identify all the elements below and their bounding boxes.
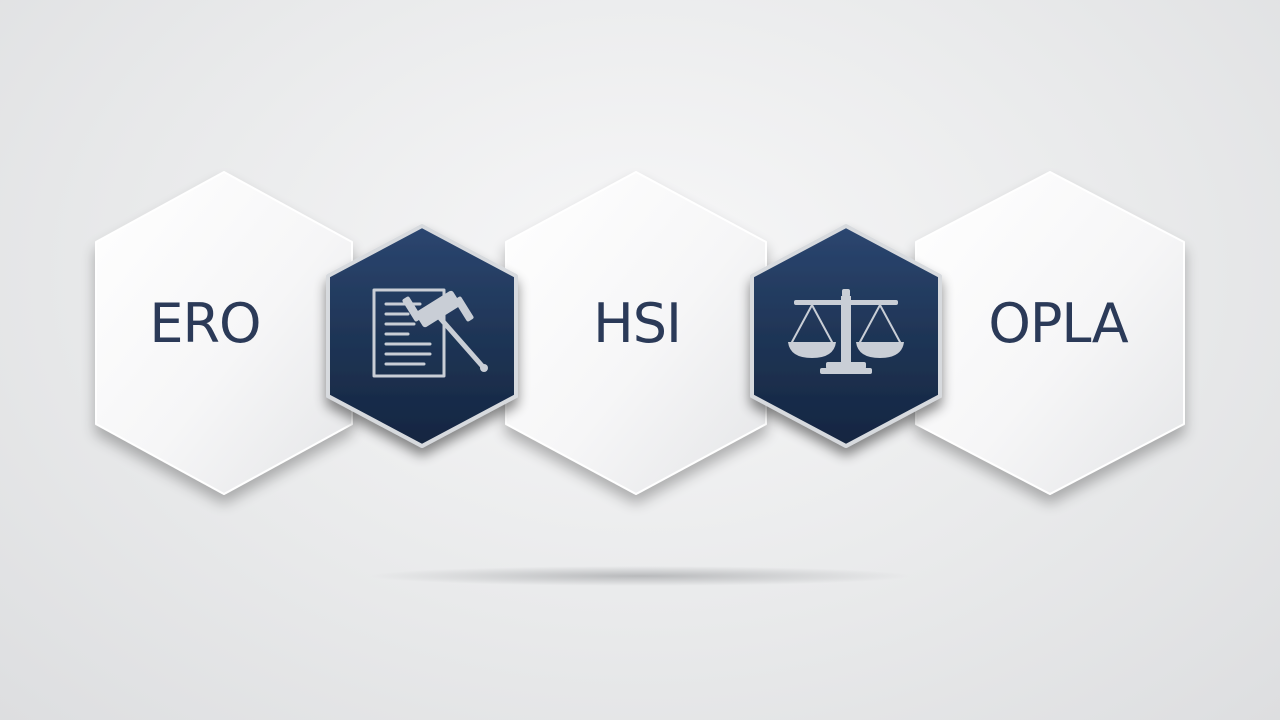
hex-node-opla: [915, 171, 1185, 495]
floor-shadow: [370, 566, 910, 586]
hex-shape-ero: [95, 171, 353, 495]
gavel-document-icon: [372, 288, 488, 378]
hex-node-hsi: [505, 171, 767, 495]
node-label-opla: OPLA: [988, 292, 1128, 355]
hex-shape-gavel: [326, 224, 518, 448]
node-label-ero: ERO: [149, 292, 260, 355]
hex-shape-opla: [915, 171, 1185, 495]
hex-node-ero: [95, 171, 353, 495]
hex-shape-hsi: [505, 171, 767, 495]
scales-of-justice-icon: [788, 289, 904, 374]
hex-connector-gavel: [326, 224, 518, 448]
node-label-hsi: HSI: [593, 292, 681, 355]
